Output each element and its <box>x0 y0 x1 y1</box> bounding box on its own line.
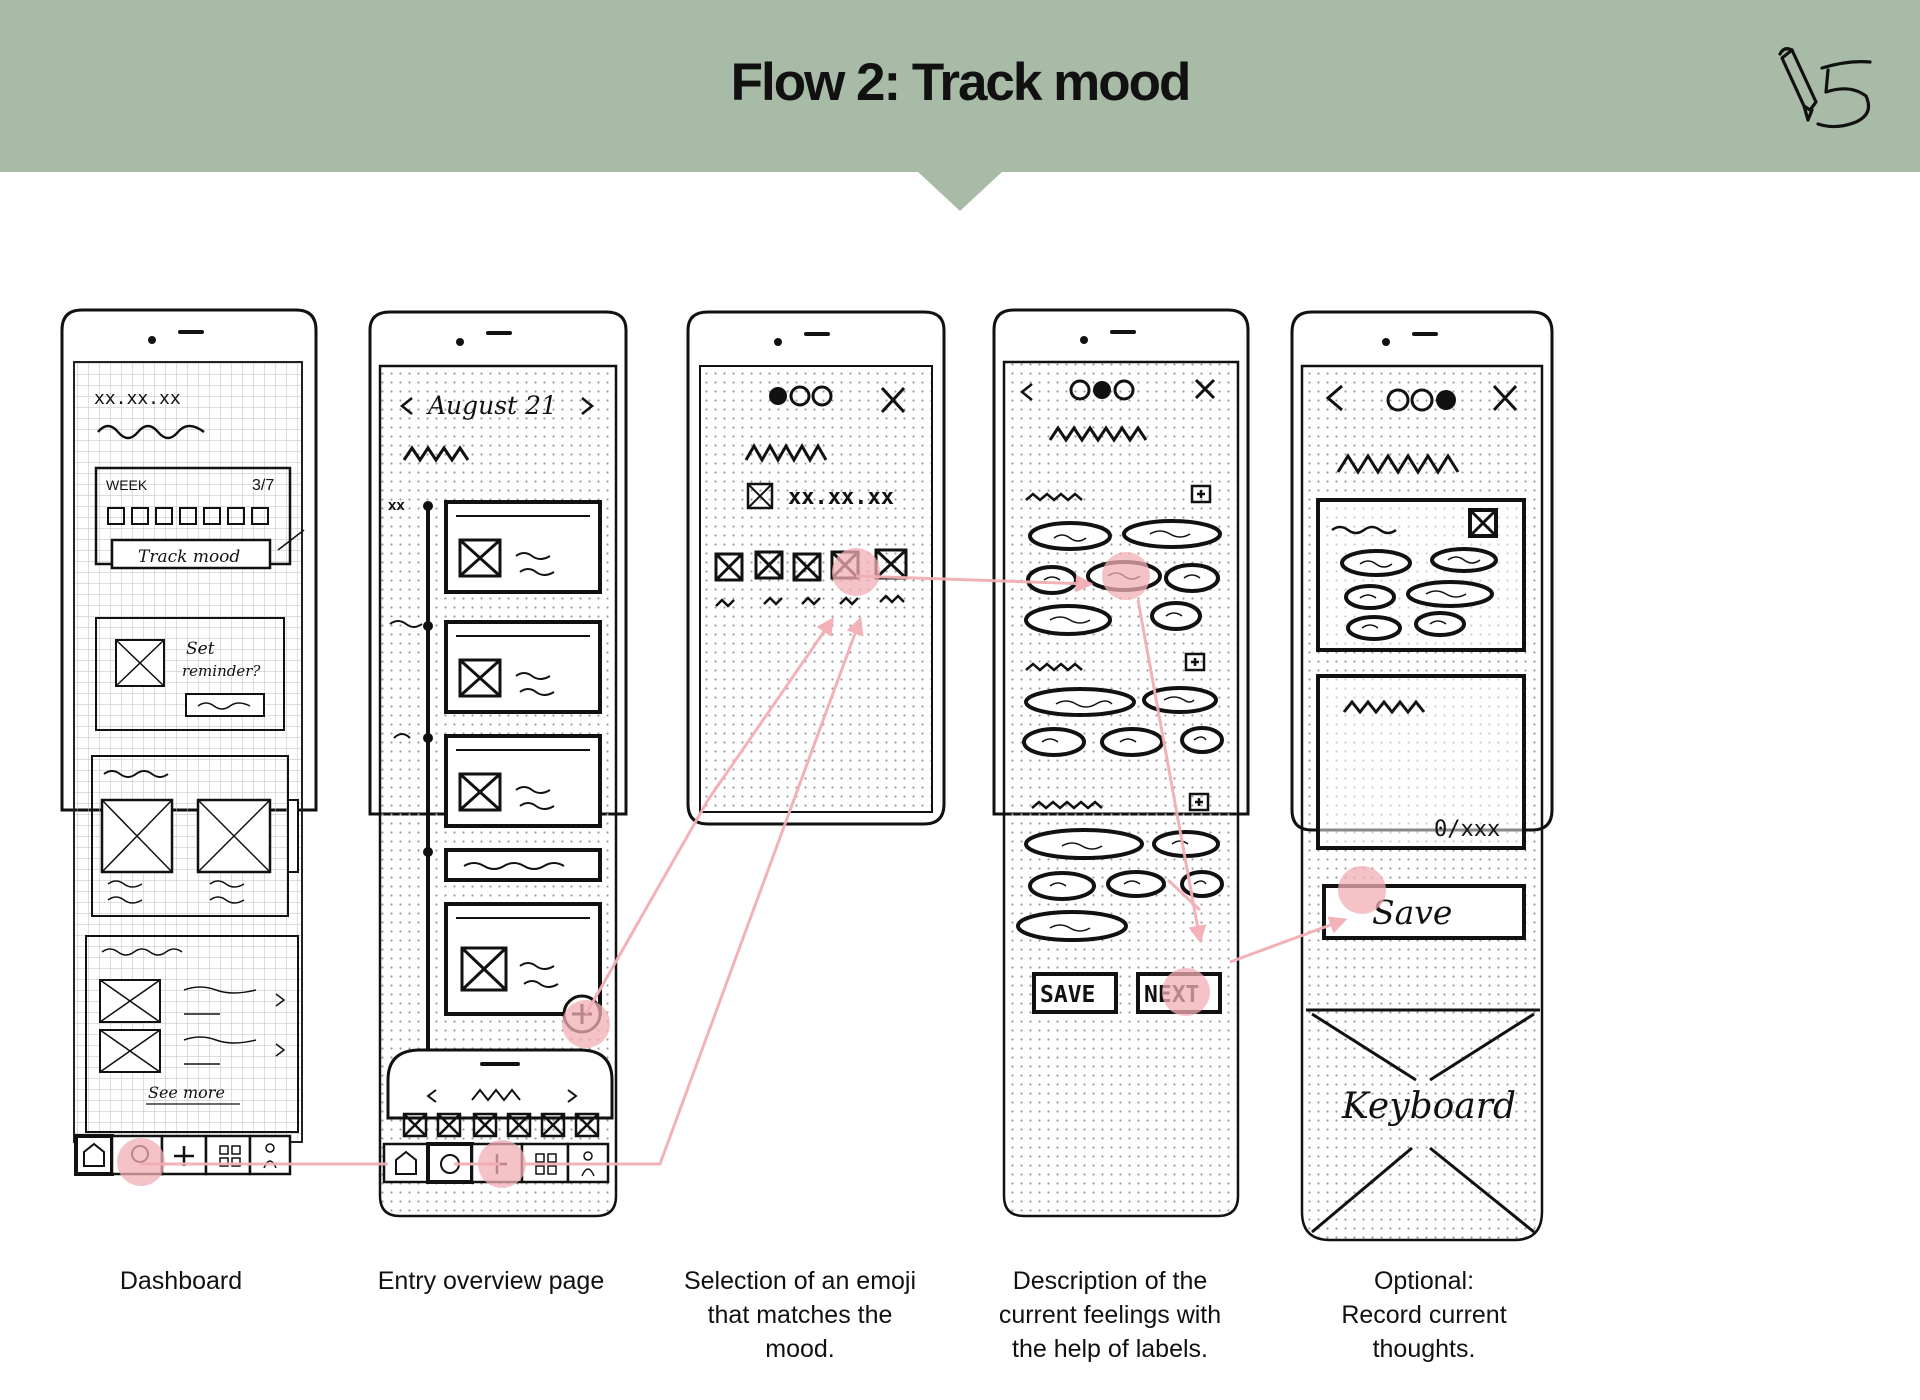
screen-dashboard: xx.xx.xx WEEK 3/7 Track mood Set reminde… <box>60 308 318 1176</box>
entry-cards <box>444 500 602 1016</box>
reminder-card <box>95 617 285 731</box>
svg-text:xx: xx <box>388 497 405 514</box>
caption-record-thoughts: Optional: Record current thoughts. <box>1341 1267 1507 1363</box>
screen-record-thoughts: 0/xxx Save Keyboard <box>1290 310 1554 1242</box>
screen-emoji-selection: xx.xx.xx <box>686 310 946 826</box>
page-title: Flow 2: Track mood <box>730 53 1192 112</box>
svg-text:SAVE: SAVE <box>1040 982 1095 1008</box>
svg-text:See more: See more <box>148 1083 225 1102</box>
svg-text:Keyboard: Keyboard <box>1341 1086 1516 1127</box>
caption-dashboard: Dashboard <box>119 1267 243 1295</box>
track-mood-button <box>110 538 272 570</box>
flow-annotations <box>140 574 1348 1166</box>
svg-text:Set: Set <box>186 639 215 659</box>
caption-entry-overview: Entry overview page <box>377 1267 605 1295</box>
svg-text:xx.xx.xx: xx.xx.xx <box>788 485 894 510</box>
svg-text:xx.xx.xx: xx.xx.xx <box>94 388 181 409</box>
list-card <box>85 935 299 1133</box>
svg-text:Track mood: Track mood <box>138 547 240 567</box>
screen-feeling-labels: SAVE NEXT <box>992 308 1250 1218</box>
svg-text:reminder?: reminder? <box>182 662 261 680</box>
pen-sketch-logo-icon <box>1778 47 1872 129</box>
keyboard-placeholder <box>1306 1008 1540 1234</box>
header-banner <box>0 0 1920 172</box>
screen-entry-overview: August 21 xx <box>368 310 628 1218</box>
header-notch <box>917 171 1003 211</box>
svg-text:0/xxx: 0/xxx <box>1434 817 1500 842</box>
caption-emoji-selection: Selection of an emoji that matches the m… <box>683 1267 917 1363</box>
svg-text:Save: Save <box>1372 893 1452 932</box>
caption-feeling-labels: Description of the current feelings with… <box>998 1267 1222 1363</box>
svg-text:WEEK: WEEK <box>106 477 148 493</box>
svg-text:August 21: August 21 <box>426 391 557 420</box>
save-button <box>1032 972 1118 1014</box>
bottom-sheet <box>386 1048 614 1120</box>
svg-text:3/7: 3/7 <box>252 477 274 494</box>
label-pills <box>1016 519 1224 942</box>
date-text: xx.xx.xx <box>94 388 181 409</box>
tap-indicators <box>117 548 1386 1188</box>
